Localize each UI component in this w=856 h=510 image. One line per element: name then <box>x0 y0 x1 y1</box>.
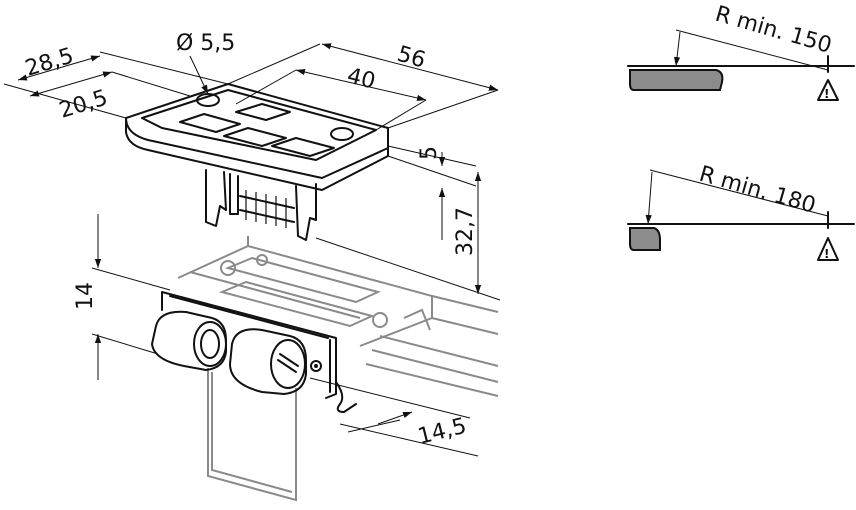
actuator-top-view <box>125 83 389 241</box>
dim-32-7: 32,7 <box>453 207 478 256</box>
dimension-lines <box>3 43 501 457</box>
dim-40: 40 <box>345 64 378 95</box>
dim-14-5: 14,5 <box>415 414 469 450</box>
radius-label-top: R min. 150 <box>712 2 834 59</box>
warning-triangle-icon <box>817 237 839 261</box>
warning-triangle-icon <box>817 79 839 101</box>
safety-switch-body <box>151 291 357 413</box>
dim-28-5: 28,5 <box>22 44 76 82</box>
bend-detail-top: ! R min. 150 <box>627 2 855 101</box>
dim-hole-diameter: Ø 5,5 <box>176 31 235 56</box>
bend-detail-bottom: ! R min. 180 <box>627 162 855 261</box>
dim-20-5: 20,5 <box>56 86 110 124</box>
dim-5: 5 <box>417 146 442 160</box>
dim-56: 56 <box>394 42 428 74</box>
warning-mark-bottom: ! <box>824 247 829 261</box>
mounting-bracket <box>177 236 499 502</box>
warning-mark-top: ! <box>824 87 829 101</box>
radius-label-bottom: R min. 180 <box>696 162 818 219</box>
dim-14: 14 <box>73 282 98 310</box>
